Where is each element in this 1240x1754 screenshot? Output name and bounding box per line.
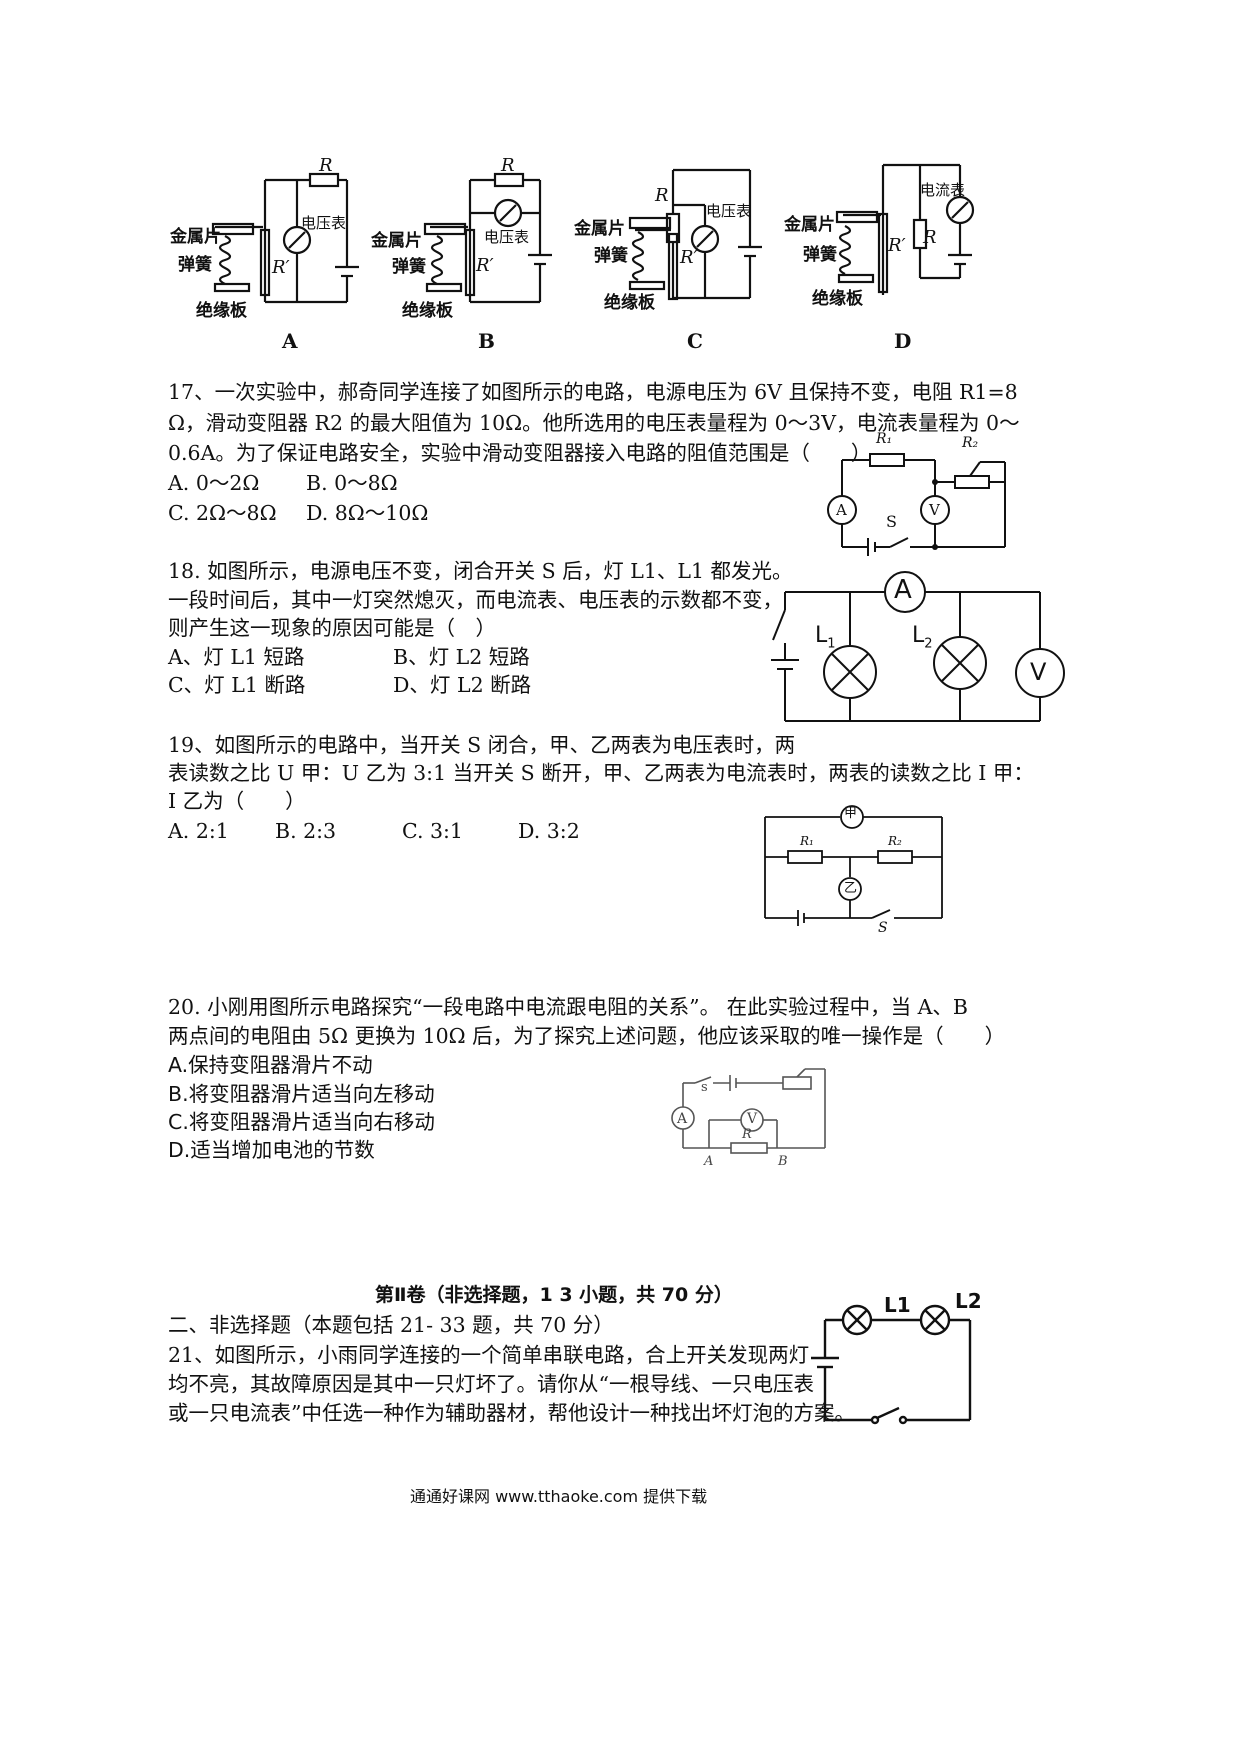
fig16-b-board: 绝缘板 (402, 301, 453, 321)
q17-line-3: 0.6A。为了保证电路安全，实验中滑动变阻器接入电路的阻值范围是（ ） (168, 441, 872, 465)
q18-option-d: D、灯 L2 断路 (393, 673, 532, 697)
option-c-circuit (628, 168, 762, 301)
q18-option-a: A、灯 L1 短路 (168, 645, 305, 669)
q17-line-1: 17、一次实验中，郝奇同学连接了如图所示的电路，电源电压为 6V 且保持不变，电… (168, 380, 1018, 404)
q20-option-d: D.适当增加电池的节数 (168, 1138, 375, 1162)
option-d-circuit (835, 163, 975, 295)
q18-line-2: 一段时间后，其中一灯突然熄灭，而电流表、电压表的示数都不变， (168, 588, 783, 612)
q19-line-2: 表读数之比 U 甲：U 乙为 3:1 当开关 S 断开，甲、乙两表为电流表时，两… (168, 761, 1034, 785)
q19-fig-jia: 甲 (844, 806, 858, 821)
q21-line-1: 21、如图所示，小雨同学连接的一个简单串联电路，合上开关发现两灯 (168, 1343, 810, 1367)
part2-section: 二、非选择题（本题包括 21- 33 题，共 70 分） (168, 1313, 614, 1337)
q20-circuit (671, 1068, 826, 1154)
q21-line-2: 均不亮，其故障原因是其中一只灯坏了。请你从“一根导线、一只电压表 (168, 1372, 814, 1396)
fig16-a-slider: R′ (272, 257, 290, 278)
option-c-letter: C (687, 329, 703, 353)
fig16-a-r: R (319, 155, 333, 176)
q16-figure (211, 163, 975, 304)
q19-fig-s: S (878, 920, 888, 936)
q20-option-c: C.将变阻器滑片适当向右移动 (168, 1110, 435, 1134)
option-b-circuit (423, 172, 552, 304)
fig16-d-r: R (923, 227, 937, 248)
q20-line-1: 20. 小刚用图所示电路探究“一段电路中电流跟电阻的关系”。 在此实验过程中，当… (168, 995, 968, 1019)
fig16-a-board: 绝缘板 (196, 301, 247, 321)
q20-fig-s: s (701, 1080, 708, 1095)
fig16-d-meter: 电流表 (920, 181, 966, 199)
fig16-b-metal: 金属片 (371, 231, 422, 251)
q20-fig-r: R (742, 1127, 752, 1142)
fig16-c-r: R (655, 185, 669, 206)
q18-fig-l2: L2 (912, 623, 933, 652)
q20-line-2: 两点间的电阻由 5Ω 更换为 10Ω 后，为了探究上述问题，他应该采取的唯一操作… (168, 1024, 1006, 1048)
fig16-b-r: R (501, 155, 515, 176)
q19-line-1: 19、如图所示的电路中，当开关 S 闭合，甲、乙两表为电压表时，两 (168, 733, 796, 757)
q19-circuit (764, 805, 943, 926)
q20-fig-v: V (747, 1111, 758, 1127)
fig16-d-slider: R′ (888, 235, 906, 256)
part2-title: 第Ⅱ卷（非选择题，1 3 小题，共 70 分） (375, 1284, 733, 1306)
fig16-a-metal: 金属片 (170, 227, 221, 247)
q20-option-a: A.保持变阻器滑片不动 (168, 1053, 373, 1077)
fig16-c-metal: 金属片 (574, 219, 625, 239)
fig16-c-board: 绝缘板 (604, 293, 655, 313)
q20-fig-a: A (677, 1111, 688, 1127)
q21-line-3: 或一只电流表”中任选一种作为辅助器材，帮他设计一种找出坏灯泡的方案。 (168, 1401, 855, 1425)
q21-fig-l1: L1 (884, 1293, 911, 1317)
q17-fig-v: V (929, 501, 940, 519)
fig16-d-metal: 金属片 (784, 215, 835, 235)
q18-option-b: B、灯 L2 短路 (393, 645, 530, 669)
q17-option-d: D. 8Ω～10Ω (306, 501, 429, 525)
q20-fig-pb: B (778, 1154, 788, 1169)
q18-line-1: 18. 如图所示，电源电压不变，闭合开关 S 后，灯 L1、L1 都发光。 (168, 559, 793, 583)
fig16-b-slider: R′ (476, 255, 494, 276)
option-a-letter: A (282, 329, 298, 353)
q17-fig-a: A (836, 501, 847, 519)
q17-fig-s: S (886, 512, 897, 531)
q18-fig-v: V (1030, 658, 1047, 686)
q18-circuit (771, 571, 1065, 722)
q17-fig-r1: R₁ (876, 431, 893, 447)
q19-fig-yi: 乙 (844, 881, 858, 896)
q17-fig-r2: R₂ (962, 435, 979, 451)
fig16-d-spring: 弹簧 (803, 245, 837, 265)
q17-circuit (827, 453, 1006, 556)
page-footer: 通通好课网 www.tthaoke.com 提供下载 (410, 1487, 708, 1506)
q19-option-b: B. 2:3 (275, 819, 337, 843)
q19-option-c: C. 3:1 (402, 819, 463, 843)
q17-option-c: C. 2Ω～8Ω (168, 501, 277, 525)
q19-fig-r2: R₂ (888, 834, 902, 848)
fig16-a-spring: 弹簧 (178, 255, 212, 275)
q18-fig-a: A (894, 575, 912, 605)
option-a-circuit (211, 172, 359, 304)
q18-fig-l1: L1 (815, 623, 836, 652)
option-d-letter: D (894, 329, 912, 353)
q18-option-c: C、灯 L1 断路 (168, 673, 306, 697)
option-b-letter: B (478, 329, 495, 353)
q21-circuit (811, 1304, 972, 1425)
q17-option-b: B. 0～8Ω (306, 471, 398, 495)
q19-line-3: I 乙为（ ） (168, 789, 306, 813)
fig16-d-board: 绝缘板 (812, 289, 863, 309)
q19-option-a: A. 2:1 (168, 819, 229, 843)
q17-option-a: A. 0～2Ω (168, 471, 260, 495)
q19-fig-r1: R₁ (800, 834, 814, 848)
q20-fig-pa: A (704, 1154, 714, 1169)
q17-line-2: Ω，滑动变阻器 R2 的最大阻值为 10Ω。他所选用的电压表量程为 0～3V，电… (168, 411, 1020, 435)
fig16-c-spring: 弹簧 (594, 246, 628, 266)
fig16-a-meter: 电压表 (301, 214, 347, 232)
fig16-c-slider: R′ (680, 247, 698, 268)
q19-option-d: D. 3:2 (518, 819, 580, 843)
q21-fig-l2: L2 (955, 1289, 982, 1313)
fig16-b-spring: 弹簧 (392, 257, 426, 277)
q20-option-b: B.将变阻器滑片适当向左移动 (168, 1082, 435, 1106)
fig16-b-meter: 电压表 (484, 228, 530, 246)
fig16-c-meter: 电压表 (706, 202, 752, 220)
q18-line-3: 则产生这一现象的原因可能是（ ） (168, 616, 496, 640)
